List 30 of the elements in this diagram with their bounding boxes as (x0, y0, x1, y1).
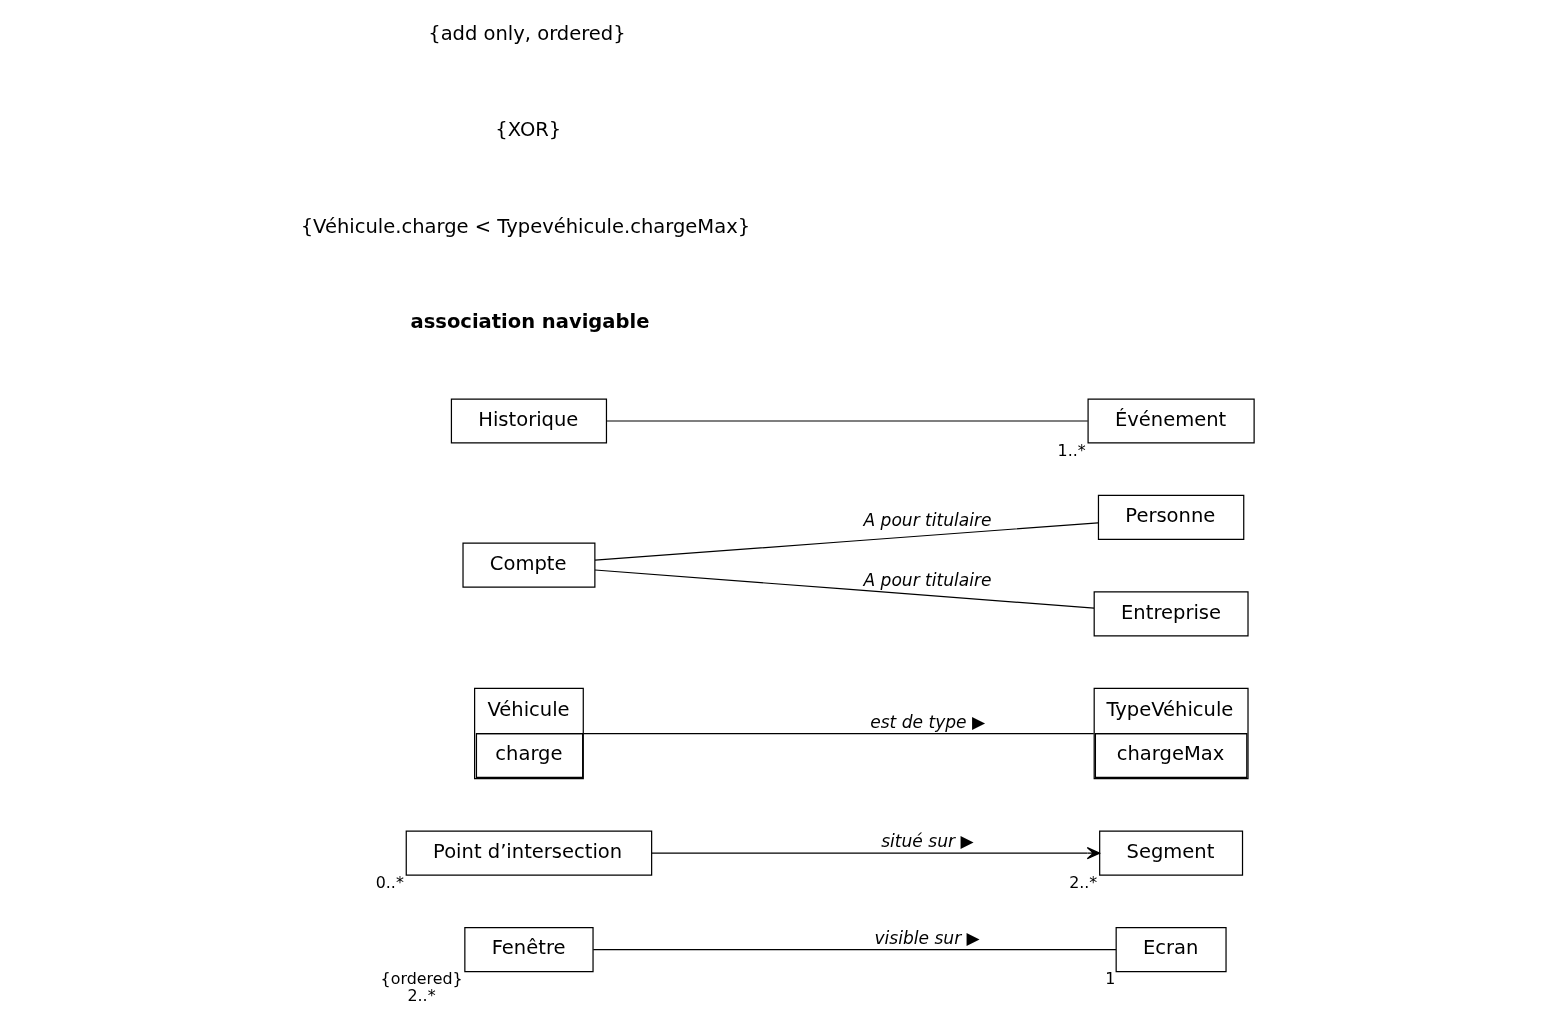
node-box: Ecran (1115, 927, 1227, 973)
node-label: 0..* (375, 872, 404, 892)
node-box: Événement (1087, 398, 1255, 444)
node-label: {ordered} (380, 969, 463, 989)
label: association navigable (410, 309, 650, 333)
edge-label: situé sur ▶ (881, 831, 974, 852)
node-box: Historique (450, 398, 608, 444)
connector (583, 732, 1095, 735)
label: {Véhicule.charge < Typevéhicule.chargeMax} (300, 214, 751, 238)
connector (594, 569, 1095, 609)
edge-label: A pour titulaire (863, 510, 992, 531)
node-box: Fenêtre (464, 927, 594, 973)
node-box: Personne (1097, 494, 1245, 540)
connector (592, 949, 1117, 951)
node-box: Segment (1099, 830, 1244, 876)
node-box: Point d’intersection (405, 830, 653, 876)
node-box: Compte (462, 542, 596, 588)
node-label: 2..* (407, 986, 436, 1006)
label: {XOR} (495, 118, 562, 142)
node-label: 2..* (1069, 872, 1098, 892)
edge-label: A pour titulaire (863, 570, 992, 591)
edge-label: est de type ▶ (870, 711, 986, 732)
arrow (651, 847, 1101, 860)
connector (594, 522, 1099, 561)
connector (606, 420, 1089, 422)
node-box: Entreprise (1093, 591, 1249, 637)
node-label: 1 (1105, 969, 1116, 989)
node-label: 1..* (1057, 440, 1086, 460)
edge-label: visible sur ▶ (874, 927, 980, 948)
label: {add only, ordered} (428, 21, 626, 45)
